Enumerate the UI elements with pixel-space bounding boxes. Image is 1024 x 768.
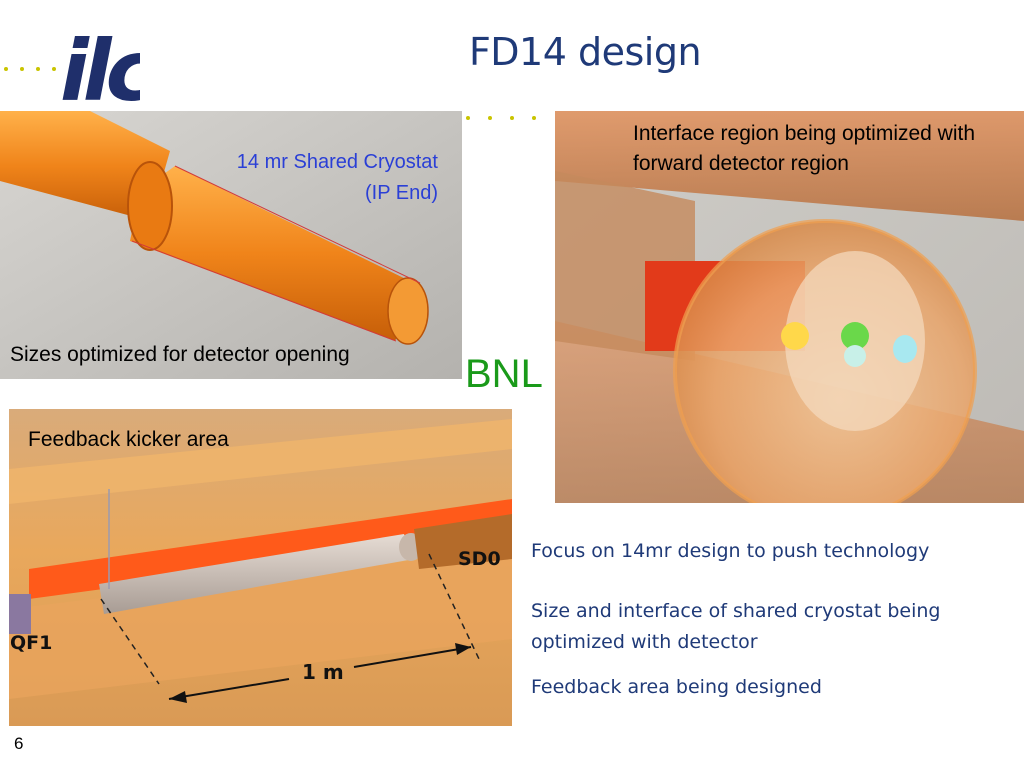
bnl-label: BNL <box>465 352 543 396</box>
interface-region-image <box>555 111 1024 503</box>
bullet-item: Focus on 14mr design to push technology <box>531 540 930 562</box>
bullet-item: Feedback area being designed <box>531 676 822 698</box>
cryostat-label-line2: (IP End) <box>365 182 438 204</box>
cryostat-render-image <box>0 111 462 379</box>
interface-caption: Interface region being optimized with fo… <box>633 122 976 175</box>
bullet-item: Size and interface of shared cryostat be… <box>531 600 941 653</box>
ilc-logo-text: ilc <box>60 22 140 110</box>
slide-title: FD14 design <box>468 30 702 74</box>
feedback-caption: Feedback kicker area <box>28 428 229 451</box>
cryostat-image-label: 14 mr Shared Cryostat (IP End) <box>218 147 438 209</box>
page-number: 6 <box>14 734 24 753</box>
qf1-label: QF1 <box>10 632 53 654</box>
sd0-label: SD0 <box>458 548 501 570</box>
decorative-dots-left <box>4 67 56 71</box>
cryostat-label-line1: 14 mr Shared Cryostat <box>236 151 438 173</box>
ilc-logo: ilc <box>60 22 140 110</box>
cryostat-caption: Sizes optimized for detector opening <box>10 343 350 366</box>
feedback-kicker-image <box>9 409 512 726</box>
scale-1m-label: 1 m <box>302 660 344 684</box>
decorative-dots-mid <box>466 116 536 120</box>
